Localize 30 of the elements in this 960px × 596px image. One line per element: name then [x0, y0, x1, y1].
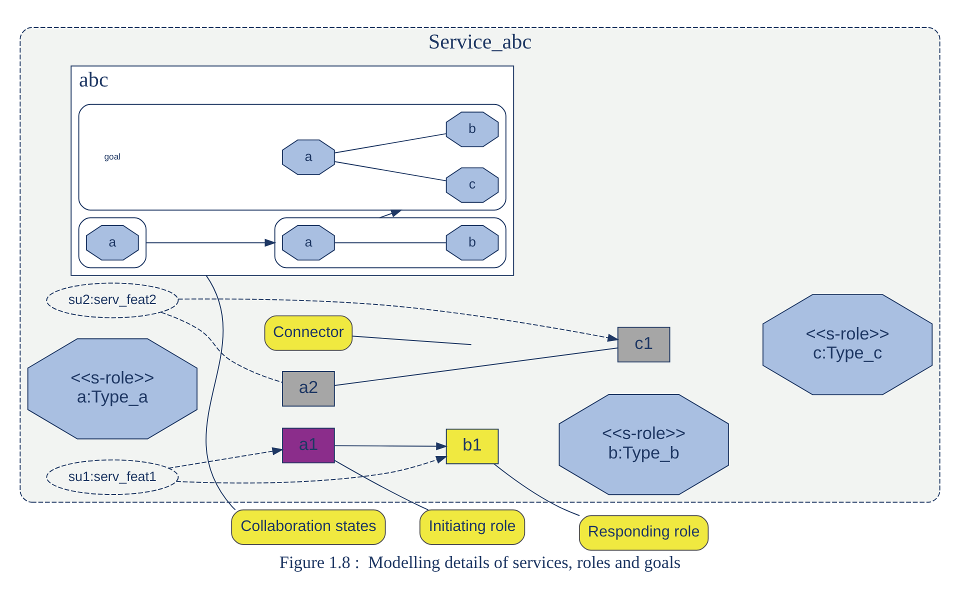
node-box: Initiating role [419, 508, 526, 544]
connector [334, 347, 618, 386]
connector [160, 311, 283, 382]
node-box: Collaboration states [231, 508, 386, 544]
node-box: b1 [446, 428, 499, 464]
cluster [274, 216, 506, 268]
cluster [78, 216, 147, 268]
node-box: a1 [282, 427, 335, 463]
cluster [78, 103, 506, 210]
node-box: c1 [617, 326, 670, 362]
connector [352, 335, 472, 345]
node-ellipse: su1:serv_feat1 [46, 458, 179, 494]
node-box: a2 [282, 370, 335, 406]
caption: Figure 1.8 : Modelling details of services, roles and goals [279, 552, 681, 572]
arrow [334, 442, 448, 450]
connector [334, 242, 447, 243]
connector [334, 459, 429, 510]
node-ellipse: su2:serv_feat2 [46, 282, 179, 318]
connector [334, 160, 447, 181]
label: goal [104, 150, 121, 161]
arrow [146, 238, 276, 246]
arrow [178, 298, 620, 342]
arrow [379, 209, 403, 218]
node-box: Responding role [578, 514, 709, 550]
connector [494, 462, 580, 516]
arrow [168, 446, 284, 468]
connector [206, 274, 236, 510]
connector [334, 132, 447, 153]
node-box: Connector [264, 314, 353, 350]
arrow [176, 455, 448, 483]
